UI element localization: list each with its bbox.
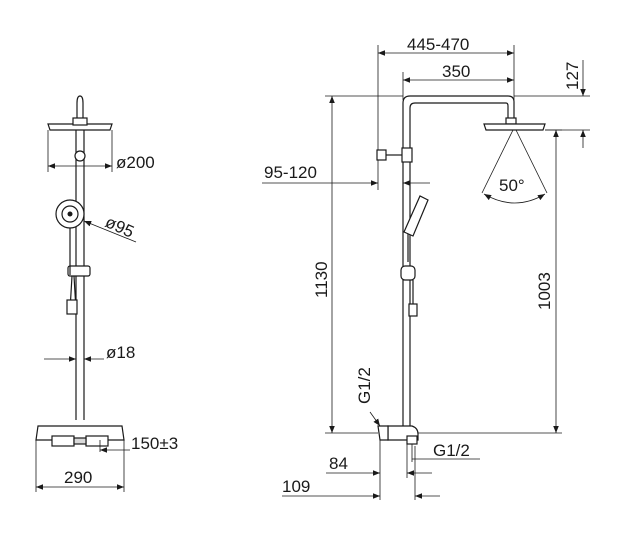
dim-head-height: 1003 xyxy=(535,272,554,310)
dim-leader-g12-left xyxy=(369,411,381,427)
side-arm-inner xyxy=(409,102,509,120)
side-spray-left xyxy=(481,129,514,194)
dim-thermostat-width: 290 xyxy=(64,468,92,487)
dim-inlet-offset-109: 109 xyxy=(282,477,310,496)
dim-thermostat-depth: 150±3 xyxy=(131,434,178,453)
front-shower-head xyxy=(47,123,113,131)
side-dimensions: 445-470 350 127 1130 1003 95-120 G1/2 xyxy=(262,35,590,500)
dim-pipe-diameter: ø18 xyxy=(106,343,135,362)
dim-leader-o95 xyxy=(83,220,137,243)
dim-head-top-offset: 127 xyxy=(563,62,582,90)
side-spray-right xyxy=(515,129,548,194)
side-inlet xyxy=(377,425,389,441)
dim-inlet-offset-84: 84 xyxy=(329,454,348,473)
front-view xyxy=(35,95,125,447)
dim-inlet-thread-left: G1/2 xyxy=(355,367,374,404)
side-view: 50° xyxy=(376,95,548,445)
side-spray-arc xyxy=(483,193,546,204)
front-thermostat-knob-l xyxy=(51,435,75,447)
front-diverter-knob xyxy=(74,150,86,162)
dim-spray-angle: 50° xyxy=(499,176,525,195)
front-thermostat-knob-r xyxy=(85,435,109,447)
front-dimensions: ø200 ø95 ø18 150±3 290 xyxy=(35,130,178,492)
side-slider xyxy=(400,265,416,281)
side-head-connector xyxy=(505,117,517,125)
side-shower-head xyxy=(483,123,546,131)
side-bracket-clamp xyxy=(401,147,413,163)
side-outlet xyxy=(406,435,418,445)
side-arm-outer xyxy=(402,95,515,120)
front-thermostat-outlet xyxy=(73,437,87,445)
front-slider xyxy=(67,265,91,277)
dim-arm-length: 350 xyxy=(442,62,470,81)
side-hose-end xyxy=(408,303,418,317)
dim-arm-length-range: 445-470 xyxy=(407,35,469,54)
dim-inlet-thread-right: G1/2 xyxy=(433,441,470,460)
front-arm xyxy=(76,95,84,118)
side-bracket-plate xyxy=(376,149,387,161)
side-hand-shower xyxy=(403,195,429,237)
front-hand-shower-center xyxy=(67,211,73,217)
front-hose-end xyxy=(66,299,78,315)
dim-total-height: 1130 xyxy=(312,261,331,298)
dim-head-diameter: ø200 xyxy=(116,153,155,172)
dim-wall-distance: 95-120 xyxy=(264,163,317,182)
front-head-connector xyxy=(72,117,88,126)
dim-hand-shower-diameter: ø95 xyxy=(102,212,136,241)
